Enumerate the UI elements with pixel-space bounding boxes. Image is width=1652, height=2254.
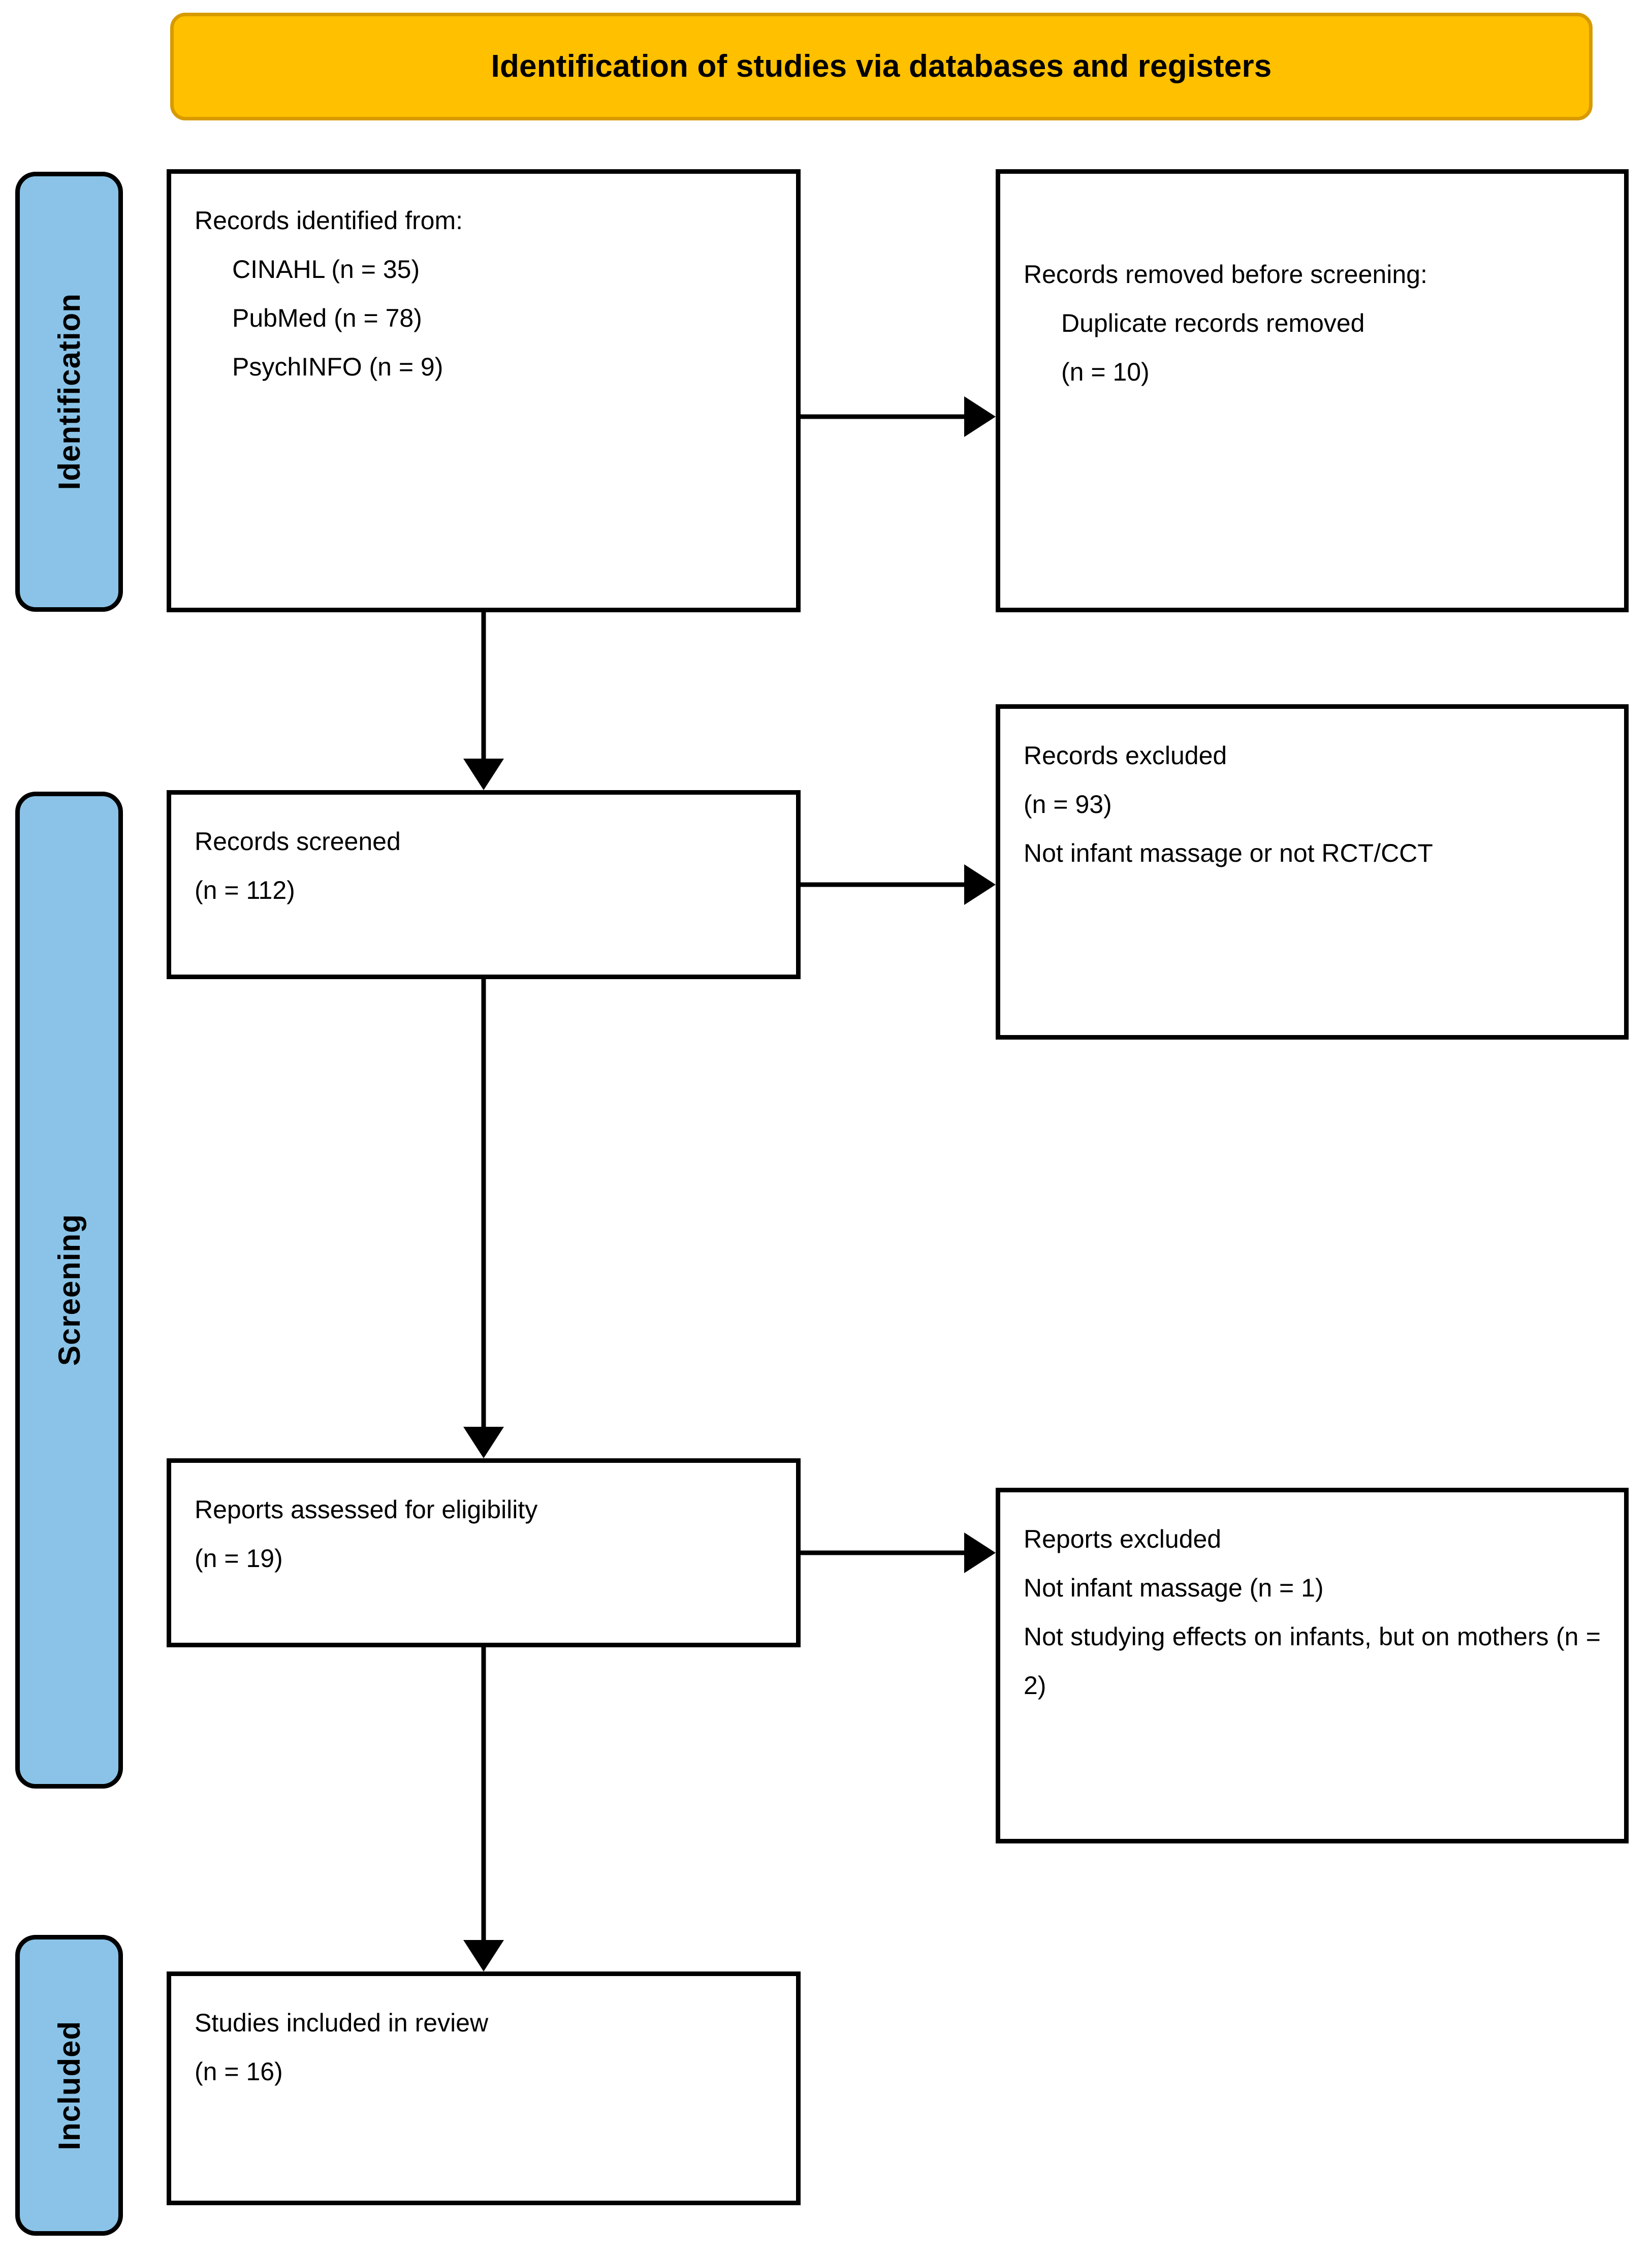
records-identified-source-cinahl: CINAHL (n = 35) [232,255,420,284]
arrow-shaft [801,1550,964,1555]
arrow-shaft [481,1647,486,1940]
page-title: Identification of studies via databases … [491,48,1272,84]
node-reports-excluded: Reports excluded Not infant massage (n =… [996,1488,1629,1843]
studies-included-heading: Studies included in review [195,2009,489,2037]
arrow-head-down-icon [463,1427,504,1458]
reports-excluded-heading: Reports excluded [1024,1525,1222,1553]
arrow-head-right-icon [964,864,996,905]
records-removed-heading: Records removed before screening: [1024,260,1427,289]
arrow-shaft [801,414,964,419]
reports-assessed-heading: Reports assessed for eligibility [195,1495,538,1524]
records-screened-heading: Records screened [195,827,401,856]
stage-bar-included: Included [15,1935,123,2236]
arrow-shaft [801,882,964,887]
node-records-removed: Records removed before screening: Duplic… [996,169,1629,612]
records-identified-heading: Records identified from: [195,206,463,235]
stage-bar-screening: Screening [15,792,123,1789]
node-records-identified: Records identified from: CINAHL (n = 35)… [167,169,801,612]
arrow-right-identified-to-removed [801,376,996,457]
node-records-screened: Records screened (n = 112) [167,790,801,979]
arrow-head-down-icon [463,759,504,790]
node-studies-included: Studies included in review (n = 16) [167,1971,801,2205]
records-excluded-count: (n = 93) [1024,790,1112,819]
records-identified-source-pubmed: PubMed (n = 78) [232,304,422,332]
arrow-head-right-icon [964,396,996,437]
arrow-right-eligibility-to-excluded [801,1512,996,1593]
arrow-shaft [481,612,486,759]
records-screened-count: (n = 112) [195,876,295,904]
reports-excluded-reason-2: Not studying effects on infants, but on … [1024,1622,1601,1700]
node-reports-assessed: Reports assessed for eligibility (n = 19… [167,1458,801,1647]
records-removed-detail: Duplicate records removed [1061,309,1365,337]
stage-label-identification: Identification [52,293,86,490]
studies-included-count: (n = 16) [195,2057,283,2086]
node-records-excluded: Records excluded (n = 93) Not infant mas… [996,704,1629,1040]
arrow-down-identified-to-screened [443,612,524,790]
arrow-down-eligibility-to-included [443,1647,524,1971]
reports-assessed-count: (n = 19) [195,1544,283,1573]
arrow-shaft [481,979,486,1427]
reports-excluded-reason-1: Not infant massage (n = 1) [1024,1574,1324,1602]
arrow-right-screened-to-excluded [801,844,996,925]
arrow-head-right-icon [964,1532,996,1573]
arrow-head-down-icon [463,1940,504,1971]
arrow-down-screened-to-eligibility [443,979,524,1458]
stage-label-screening: Screening [52,1214,86,1366]
records-identified-source-psychinfo: PsychINFO (n = 9) [232,353,443,381]
records-excluded-reason: Not infant massage or not RCT/CCT [1024,839,1433,867]
records-excluded-heading: Records excluded [1024,741,1227,770]
records-removed-count: (n = 10) [1061,358,1150,386]
stage-bar-identification: Identification [15,172,123,612]
diagram-header-banner: Identification of studies via databases … [170,13,1593,120]
stage-label-included: Included [52,2020,86,2150]
